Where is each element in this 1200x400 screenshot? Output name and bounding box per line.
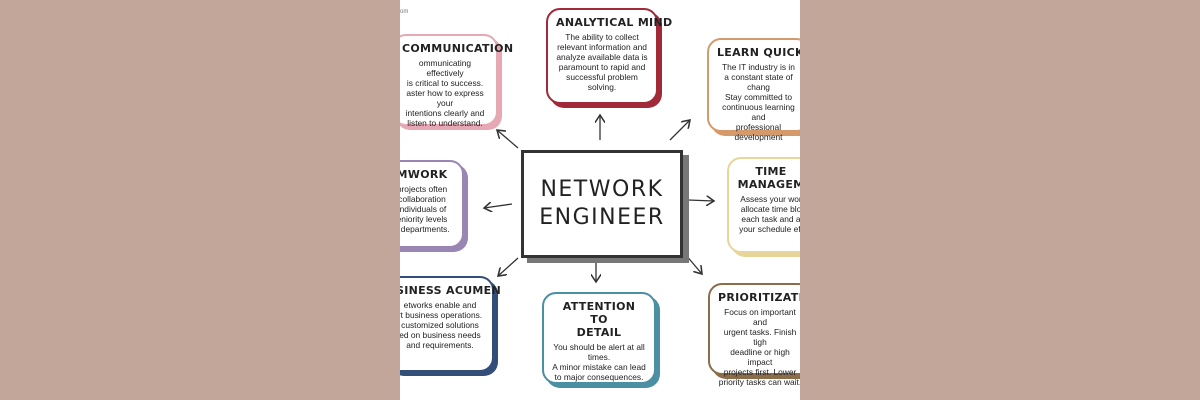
node-title: ATTENTION TO DETAIL — [562, 300, 636, 339]
arrow-to-prioritization — [684, 253, 702, 274]
node-attention-to-detail: ATTENTION TO DETAIL You should be alert … — [542, 292, 656, 384]
node-title: MWORK — [400, 168, 448, 181]
node-text: You should be alert at all times. A mino… — [552, 342, 646, 382]
arrow-to-learn — [669, 120, 690, 141]
arrow-to-communication — [497, 130, 519, 149]
arrow-to-teamwork — [484, 204, 513, 208]
node-time-management: TIME MANAGEM Assess your wor allocate ti… — [727, 157, 800, 253]
node-communication: COMMUNICATION ommunicating effectively i… — [400, 34, 514, 128]
arrow-to-time — [687, 200, 714, 201]
node-text: The IT industry is in a constant state o… — [722, 62, 795, 142]
node-text: projects often collaboration individuals… — [400, 184, 450, 234]
node-prioritization: PRIORITIZATION Focus on important and ur… — [708, 283, 800, 387]
node-title: TIME MANAGEM — [737, 165, 800, 191]
center-network-engineer: NETWORK ENGINEER — [521, 150, 683, 258]
center-title-line2: ENGINEER — [539, 205, 665, 230]
node-title: SINESS ACUMEN — [400, 284, 501, 297]
node-text: Focus on important and urgent tasks. Fin… — [718, 307, 800, 387]
arrow-to-business — [498, 257, 519, 276]
connector-layer — [400, 0, 800, 400]
node-title: LEARN QUICKLY — [717, 46, 800, 59]
node-title: PRIORITIZATION — [718, 291, 800, 304]
node-text: etworks enable and rt business operation… — [400, 300, 483, 350]
node-title: ANALYTICAL MIND — [556, 16, 673, 29]
source-text: om — [400, 9, 409, 15]
node-text: Assess your wor allocate time blo each t… — [739, 194, 800, 234]
diagram-canvas: om NETWORK ENGINEER ANALYTICAL MIND The … — [400, 0, 800, 400]
node-text: The ability to collect relevant informat… — [556, 32, 648, 92]
node-analytical-mind: ANALYTICAL MIND The ability to collect r… — [546, 8, 673, 104]
node-learn-quickly: LEARN QUICKLY The IT industry is in a co… — [707, 38, 800, 142]
node-title: COMMUNICATION — [402, 42, 514, 55]
node-text: ommunicating effectively is critical to … — [405, 58, 485, 128]
node-business-acumen: SINESS ACUMEN etworks enable and rt busi… — [400, 276, 501, 372]
node-teamwork: MWORK projects often collaboration indiv… — [400, 160, 464, 248]
center-title-line1: NETWORK — [540, 177, 664, 202]
